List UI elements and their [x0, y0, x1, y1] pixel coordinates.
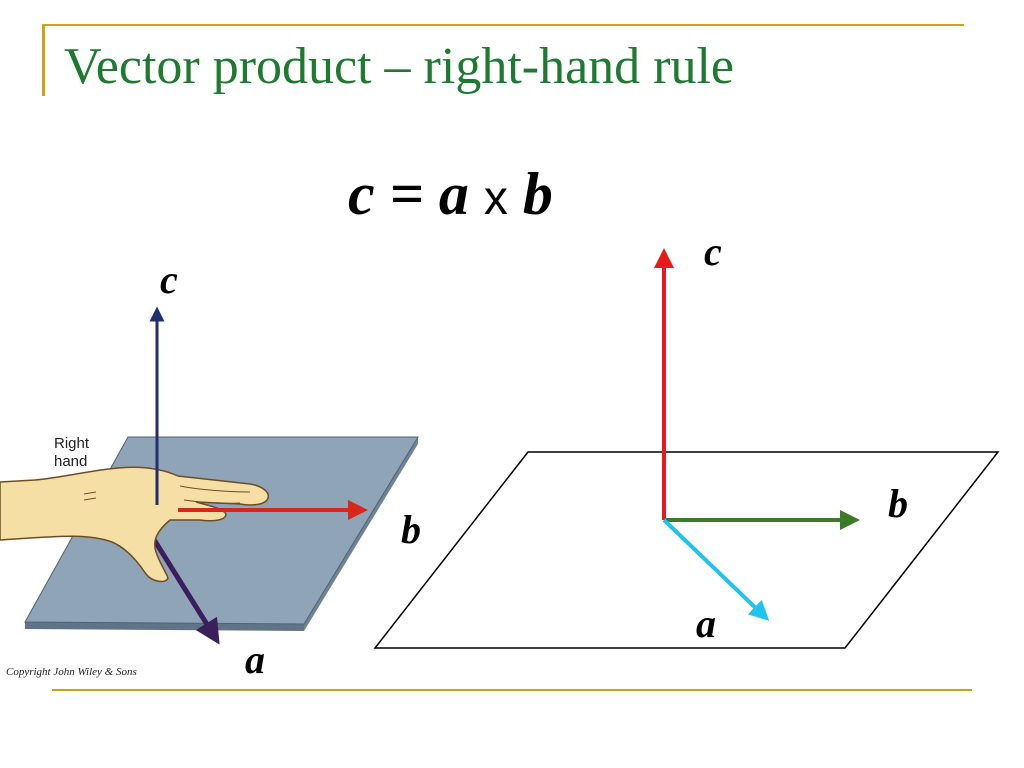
plate-side-edge — [304, 437, 418, 631]
slide-title: Vector product – right-hand rule — [64, 38, 735, 95]
bottom-rule — [52, 689, 972, 691]
right-hand — [0, 466, 270, 583]
equation-operator: x — [483, 172, 508, 225]
label-a-left: a — [245, 637, 265, 682]
label-a-right: a — [696, 601, 716, 646]
equation-result: c — [348, 161, 375, 227]
cross-product-equation: c = a x b — [348, 160, 553, 229]
equation-right: b — [522, 161, 553, 227]
equation-equals: = — [389, 161, 424, 227]
left-rule — [42, 24, 45, 96]
label-c-right: c — [704, 229, 722, 274]
top-rule — [44, 24, 964, 26]
wrist-crease — [83, 491, 97, 501]
right-hand-label: Right hand — [54, 435, 90, 470]
vector-a-right — [662, 518, 770, 621]
finger-crease-2 — [183, 499, 241, 504]
finger-crease-1 — [179, 485, 251, 493]
copyright-note: Copyright John Wiley & Sons — [6, 666, 137, 678]
label-c-left: c — [160, 257, 178, 302]
equation-left: a — [438, 161, 469, 227]
right-plane — [373, 451, 1000, 649]
label-b-left: b — [401, 507, 421, 552]
plate-front-edge — [25, 622, 304, 631]
label-b-right: b — [888, 481, 908, 526]
hand-shape — [0, 466, 270, 583]
